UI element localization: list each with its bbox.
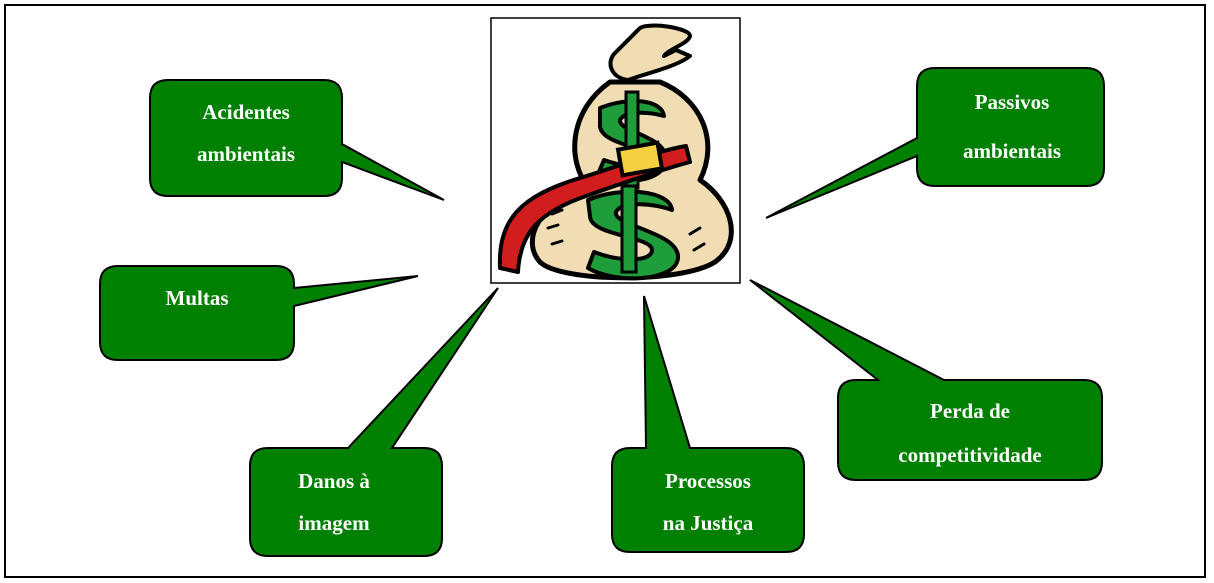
callout-passivos-line-1: Passivos bbox=[975, 90, 1050, 114]
callout-perda-line-2: competitividade bbox=[898, 443, 1041, 467]
money-bag-dollar-icon bbox=[490, 17, 741, 284]
callout-perda-line-1: Perda de bbox=[930, 399, 1010, 423]
callout-danos-line-2: imagem bbox=[298, 511, 370, 535]
callout-acidentes: Acidentes ambientais bbox=[149, 79, 445, 201]
callout-processos: Processos na Justiça bbox=[611, 295, 805, 553]
callout-perda: Perda de competitividade bbox=[749, 279, 1103, 481]
callout-danos: Danos à imagem bbox=[249, 287, 499, 557]
callout-multas-line-1: Multas bbox=[166, 286, 229, 310]
callout-passivos-line-2: ambientais bbox=[963, 139, 1061, 163]
diagram-frame bbox=[4, 4, 1206, 578]
callout-acidentes-line-1: Acidentes bbox=[202, 100, 290, 124]
callout-multas: Multas bbox=[99, 265, 419, 361]
callout-danos-line-1: Danos à bbox=[298, 469, 370, 493]
callout-processos-line-1: Processos bbox=[665, 469, 751, 493]
callout-acidentes-line-2: ambientais bbox=[197, 142, 295, 166]
callout-processos-line-2: na Justiça bbox=[663, 511, 754, 535]
callout-passivos: Passivos ambientais bbox=[765, 67, 1105, 219]
